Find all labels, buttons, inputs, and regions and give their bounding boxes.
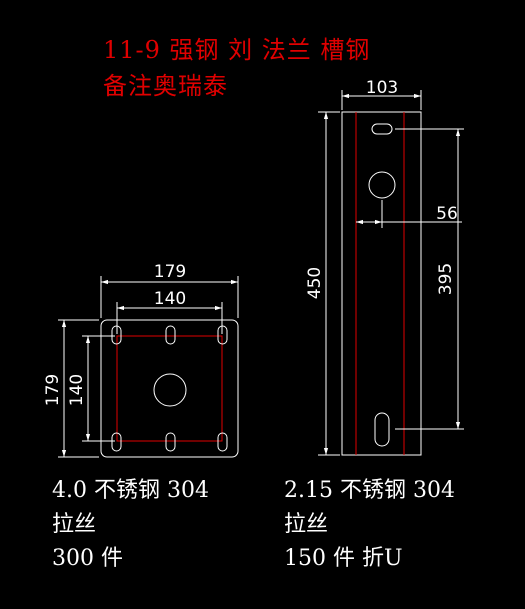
flange-slot <box>111 432 122 452</box>
flange-dim-outer-width: 179 <box>154 262 186 282</box>
flange-note-finish: 拉丝 <box>52 512 97 537</box>
flange-center-hole <box>153 373 187 407</box>
channel-steel <box>341 111 422 456</box>
channel-dim-length: 450 <box>305 267 325 299</box>
channel-outline <box>341 111 422 456</box>
channel-dimensions <box>318 90 464 456</box>
flange-plate <box>100 319 239 458</box>
flange-dim-outer-height: 179 <box>43 374 63 406</box>
flange-dimensions <box>58 276 239 458</box>
channel-bottom-slot <box>374 412 390 447</box>
drawing-title-line2: 备注奥瑞泰 <box>103 72 228 100</box>
channel-note-material: 2.15 不锈钢 304 <box>284 478 455 503</box>
flange-spec-notes: 4.0 不锈钢 304 拉丝 300 件 <box>52 474 209 576</box>
drawing-title-line1: 11-9 强钢 刘 法兰 槽钢 <box>103 36 371 64</box>
flange-hole-centerline <box>116 335 223 442</box>
channel-dim-width: 103 <box>366 78 398 98</box>
channel-dim-offset: 56 <box>436 204 458 224</box>
channel-dim-hole-spacing: 395 <box>436 263 456 295</box>
flange-dim-hole-height: 140 <box>67 374 87 406</box>
channel-note-quantity: 150 件 折U <box>284 546 403 571</box>
channel-spec-notes: 2.15 不锈钢 304 拉丝 150 件 折U <box>284 474 455 576</box>
channel-note-finish: 拉丝 <box>284 512 329 537</box>
flange-slot <box>165 325 176 345</box>
flange-slot <box>165 432 176 452</box>
channel-top-slot <box>371 123 393 135</box>
flange-dim-hole-width: 140 <box>154 289 186 309</box>
flange-slot <box>217 432 228 452</box>
flange-note-material: 4.0 不锈钢 304 <box>52 478 209 503</box>
flange-note-quantity: 300 件 <box>52 546 123 571</box>
channel-round-hole <box>368 171 396 199</box>
flange-outline <box>100 319 239 458</box>
